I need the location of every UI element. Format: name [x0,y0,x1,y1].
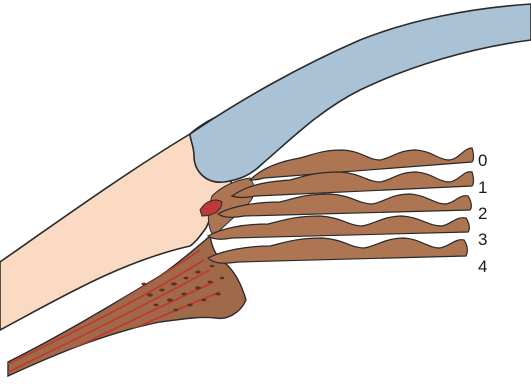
grade-label-4: 4 [478,257,487,276]
grade-label-3: 3 [478,230,487,249]
grade-label-1: 1 [478,178,487,197]
iris-layer-grade-0 [250,148,474,180]
iris-layer-grade-4 [208,238,467,263]
iris-layer-grade-3 [208,216,469,239]
grade-labels: 0 1 2 3 4 [478,151,487,276]
grade-label-2: 2 [478,204,487,223]
grade-label-0: 0 [478,151,487,170]
iris-layer-grade-2 [218,194,471,217]
